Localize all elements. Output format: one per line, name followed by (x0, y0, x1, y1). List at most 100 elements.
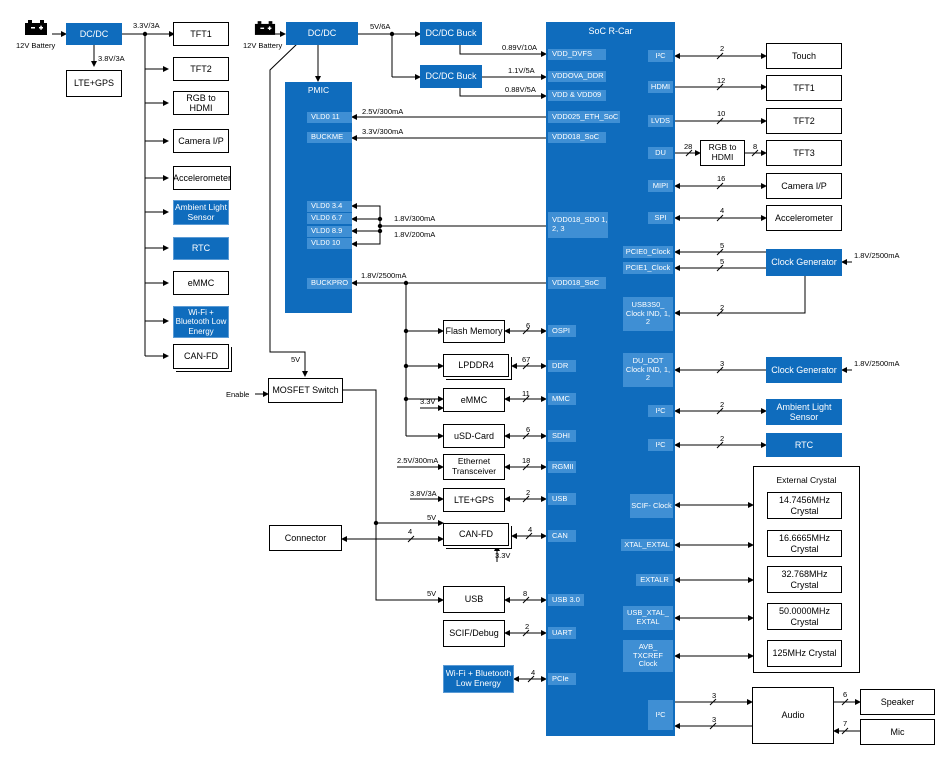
usb-5v-label: 5V (427, 589, 437, 598)
clk-rail-2: 1.8V/2500mA (854, 359, 900, 368)
clock-generator-1: Clock Generator (766, 249, 842, 276)
rail-3v3-label: 3.3V/3A (133, 21, 160, 30)
pmic-title: PMIC (307, 85, 330, 95)
accelerometer: Accelerometer (766, 205, 842, 231)
pin-pcie1-clock: PCIE1_Clock (623, 262, 673, 274)
left-periph-rtc: RTC (173, 237, 229, 260)
rail-lte-label: 3.8V/3A (98, 54, 125, 63)
lpddr4: LPDDR4 (443, 354, 509, 377)
w-audio2: 3 (712, 715, 717, 724)
w-touch: 2 (720, 44, 725, 53)
w-lvds: 10 (717, 109, 726, 118)
pin-i2c-4: I²C (648, 700, 673, 730)
external-crystal-title: External Crystal (776, 475, 837, 485)
mosfet-5v-label: 5V (291, 355, 301, 364)
rail-18-300-label: 1.8V/300mA (394, 214, 436, 223)
rgb-to-hdmi: RGB to HDMI (700, 140, 745, 166)
pin-usb-xtal: USB_XTAL_ EXTAL (623, 606, 673, 630)
w-wifi: 4 (531, 668, 536, 677)
pin-i2c-3: I²C (648, 439, 673, 451)
battery-icon-main (254, 21, 276, 36)
ethernet-transceiver: Ethernet Transceiver (443, 454, 505, 480)
pin-ospi: OSPI (548, 325, 576, 337)
rail-18-200-label: 1.8V/200mA (394, 230, 436, 239)
tft1: TFT1 (766, 75, 842, 101)
pin-vdd-dvfs: VDD_DVFS (548, 49, 606, 60)
pin-i2c-2: I²C (648, 405, 673, 417)
crystal-50m: 50.0000MHz Crystal (767, 603, 842, 630)
mosfet-switch: MOSFET Switch (268, 378, 343, 403)
audio: Audio (752, 687, 834, 744)
w-hdmi: 12 (717, 76, 726, 85)
pin-lvds: LVDS (648, 115, 673, 127)
pin-vdd025: VDD025_ETH_SoC (548, 111, 620, 123)
w-emmc: 11 (522, 389, 530, 398)
battery-icon (24, 20, 48, 36)
pin-sdhi: SDHI (548, 430, 576, 442)
rail-088-label: 0.88V/5A (505, 85, 536, 94)
left-periph-wifi: Wi-Fi + Bluetooth Low Energy (173, 306, 229, 338)
pin-uart: UART (548, 627, 576, 639)
lte-gps-left: LTE+GPS (66, 70, 122, 97)
w-usb3s0: 2 (720, 303, 725, 312)
pin-i2c-1: I²C (648, 50, 673, 62)
rail-25-label: 2.5V/300mA (362, 107, 404, 116)
battery-label: 12V Battery (16, 41, 56, 50)
pin-usb3s0-clock: USB3S0_ Clock IND, 1, 2 (623, 297, 673, 331)
dcdc-buck-2: DC/DC Buck (420, 65, 482, 88)
pin-avb-txcref: AVB_ TXCREF Clock (623, 640, 673, 672)
w-scif: 2 (525, 622, 530, 631)
clock-generator-2: Clock Generator (766, 357, 842, 383)
connector-box: Connector (269, 525, 342, 551)
camera-ip: Camera I/P (766, 173, 842, 199)
pin-mipi: MIPI (648, 180, 673, 192)
pmic-buckme: BUCKME (307, 132, 352, 143)
rail-11-label: 1.1V/5A (508, 66, 535, 75)
rail-089-label: 0.89V/10A (502, 43, 538, 52)
tft3: TFT3 (766, 140, 842, 166)
crystal-16m: 16.6665MHz Crystal (767, 530, 842, 557)
w-mic: 7 (843, 719, 848, 728)
dcdc-main: DC/DC (286, 22, 358, 45)
pmic-vldo34: VLD0 3.4 (307, 201, 352, 212)
w-speaker: 6 (843, 690, 848, 699)
battery-main-label: 12V Battery (243, 41, 283, 50)
scif-debug: SCIF/Debug (443, 620, 505, 647)
w-i2c3: 2 (720, 434, 725, 443)
dcdc-buck-1: DC/DC Buck (420, 22, 482, 45)
pin-du-dot-clock: DU_DOT Clock IND, 1, 2 (623, 353, 673, 387)
w-audio1: 3 (712, 691, 717, 700)
left-periph-emmc: eMMC (173, 271, 229, 295)
can-5v-label: 5V (427, 513, 437, 522)
pin-pcie: PCIe (548, 673, 576, 685)
w-lte: 2 (526, 488, 531, 497)
w-spi: 4 (720, 206, 725, 215)
emmc: eMMC (443, 388, 505, 412)
emmc-rail-label: 3.3V (420, 397, 436, 406)
w-pcie0: 5 (720, 241, 725, 250)
lte-rail-label: 3.8V/3A (410, 489, 437, 498)
pin-vddova-ddr: VDDOVA_DDR (548, 71, 606, 82)
can-fd: CAN-FD (443, 523, 509, 546)
w-rgb-out: 8 (753, 142, 758, 151)
pin-vdd018-2: VDD018_SoC (548, 277, 606, 289)
crystal-125m: 125MHz Crystal (767, 640, 842, 667)
w-du: 28 (684, 142, 693, 151)
rail-33-label: 3.3V/300mA (362, 127, 404, 136)
pin-pcie0-clock: PCIE0_Clock (623, 246, 673, 258)
rtc: RTC (766, 433, 842, 457)
ambient-light-sensor: Ambient Light Sensor (766, 399, 842, 425)
usb-device: USB (443, 586, 505, 613)
left-periph-tft1: TFT1 (173, 22, 229, 46)
left-periph-accel: Accelerometer (173, 166, 231, 190)
w-flash: 6 (526, 321, 531, 330)
pin-mmc: MMC (548, 393, 576, 405)
wifi-ble: Wi-Fi + Bluetooth Low Energy (443, 665, 514, 693)
mic: Mic (860, 719, 935, 745)
pin-usb: USB (548, 493, 576, 505)
pin-hdmi: HDMI (648, 81, 673, 93)
pin-rgmii: RGMII (548, 461, 576, 473)
clk-rail-1: 1.8V/2500mA (854, 251, 900, 260)
crystal-14m: 14.7456MHz Crystal (767, 492, 842, 519)
